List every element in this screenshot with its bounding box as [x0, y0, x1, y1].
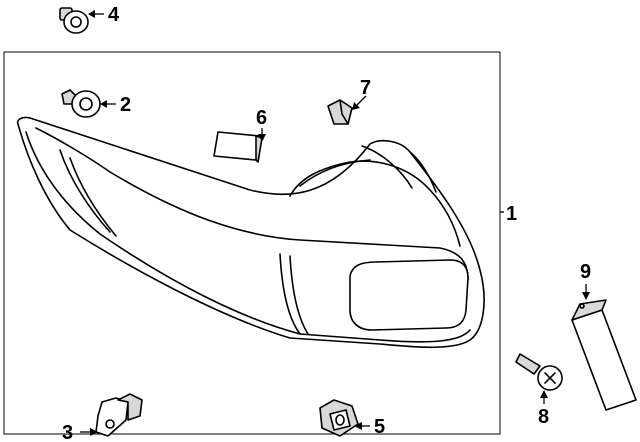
callout-8-arrowhead: [540, 390, 548, 398]
callout-7-arrowhead: [352, 102, 360, 110]
reflector-part-9: [571, 299, 637, 411]
callout-5-arrowhead: [354, 422, 362, 430]
callout-8: 8: [538, 406, 549, 428]
bulb-holder-part-3: [95, 393, 143, 437]
callout-5: 5: [374, 416, 385, 438]
callout-6: 6: [256, 107, 267, 129]
tail-lamp-housing: [16, 116, 485, 349]
push-clip-part-4: [59, 7, 89, 34]
screw-part-8: [515, 353, 563, 391]
callout-4-arrowhead: [88, 10, 95, 18]
callout-9: 9: [580, 261, 591, 283]
assembly-bracket: [3, 51, 501, 435]
callout-4: 4: [108, 4, 120, 26]
callout-1: 1: [506, 203, 517, 225]
callout-7-leader: [355, 95, 367, 107]
bulb-socket-part-7: [327, 99, 353, 125]
callout-2-arrowhead: [100, 100, 107, 108]
callout-3: 3: [62, 422, 73, 442]
callout-9-arrowhead: [582, 292, 590, 300]
foam-pad-part-6: [213, 131, 263, 163]
callout-2: 2: [120, 94, 131, 116]
callout-6-arrowhead: [258, 134, 266, 142]
callout-7: 7: [360, 77, 371, 99]
callout-3-arrowhead: [90, 428, 98, 436]
retainer-part-5: [319, 399, 359, 437]
push-rivet-part-2: [61, 89, 101, 118]
